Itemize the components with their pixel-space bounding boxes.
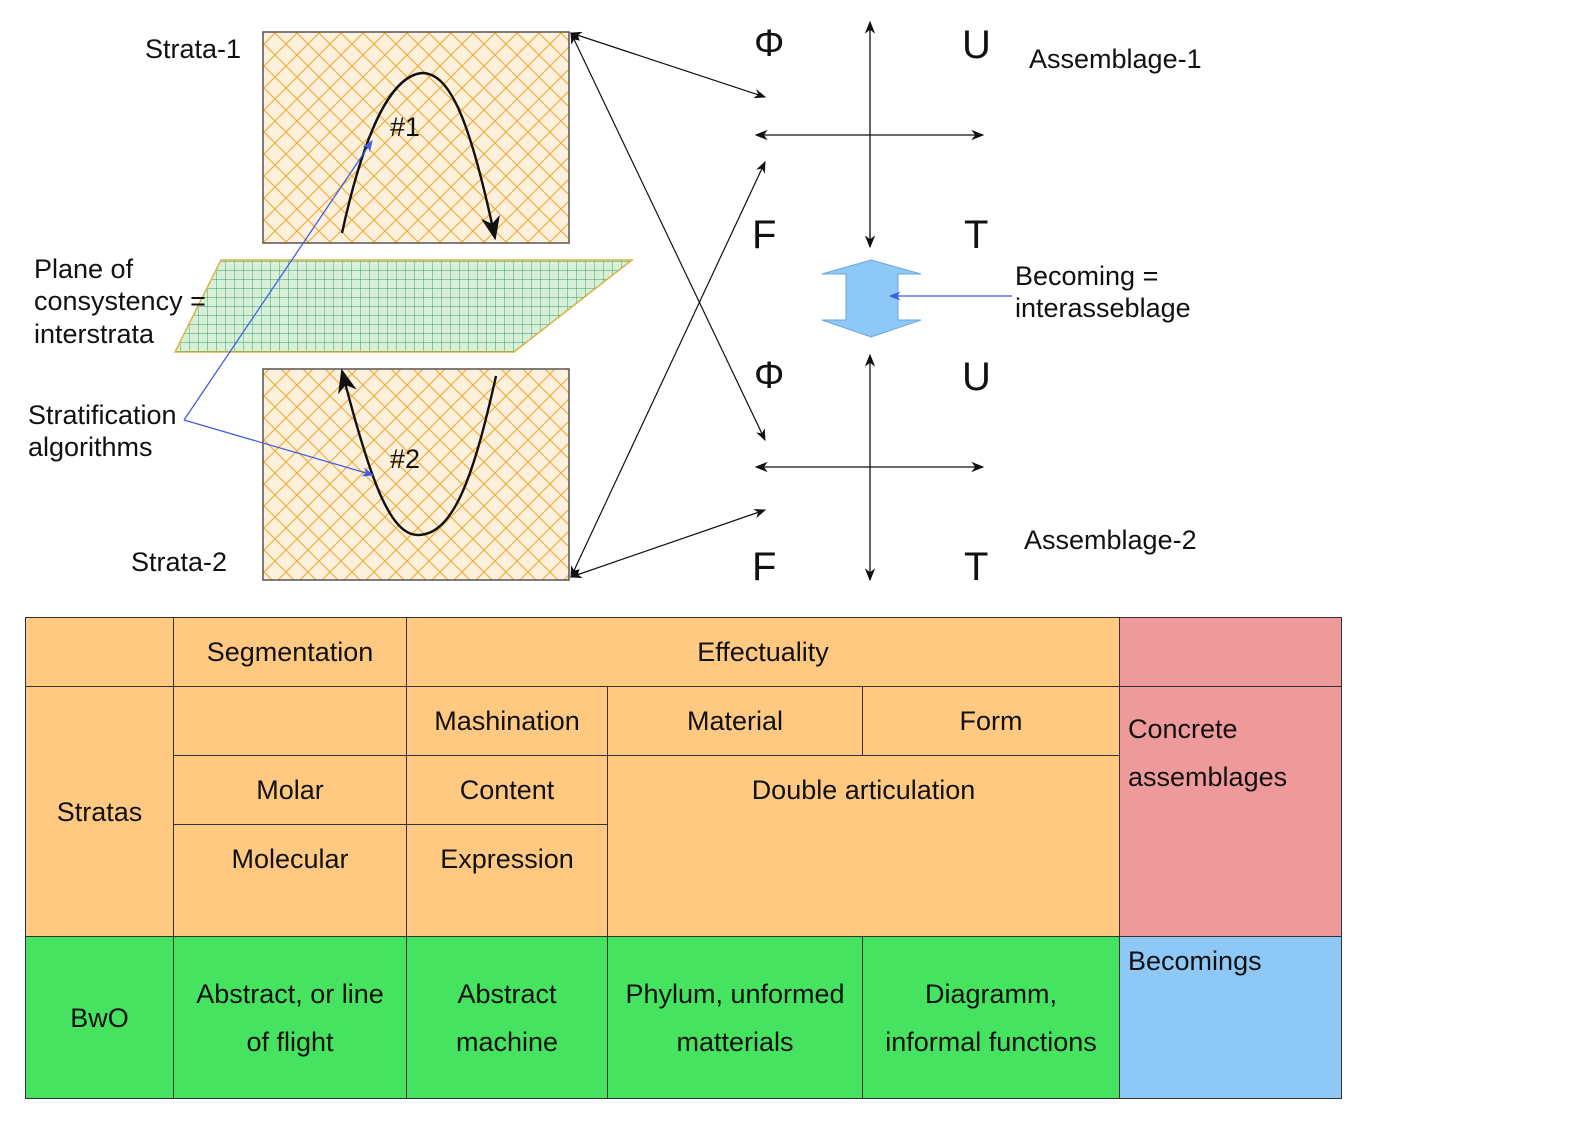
empty-cell (173, 686, 407, 756)
concrete-line-1: Concrete (1128, 714, 1238, 744)
phylum-line-1: Phylum, unformed (625, 978, 845, 1009)
assemblage-2-f: F (752, 545, 776, 589)
curve-2 (338, 368, 498, 537)
cell-expression: Expression (406, 824, 608, 937)
plane-label-line-1: Plane of (34, 254, 134, 284)
algorithms-label: Stratification algorithms (28, 400, 184, 462)
becoming-label-line-2: interasseblage (1015, 293, 1191, 323)
assemblage-1-label: Assemblage-1 (1029, 44, 1202, 74)
algorithm-pointer-2 (183, 419, 375, 477)
algorithms-label-line-1: Stratification (28, 400, 177, 430)
table-corner-cell (25, 617, 174, 687)
cell-abstract-machine: Abstract machine (406, 936, 608, 1099)
plane-label: Plane of consystency = interstrata (34, 254, 213, 349)
strata-1 (262, 31, 570, 244)
header-segmentation: Segmentation (173, 617, 407, 687)
cell-diagramm: Diagramm, informal functions (861, 936, 1121, 1099)
connector-strata1-assemblage1 (569, 31, 767, 99)
connector-strata1-assemblage2 (570, 31, 766, 442)
abstract-machine-line-2: machine (455, 1026, 559, 1057)
cell-molar: Molar (173, 755, 407, 825)
curve-1 (340, 71, 500, 241)
cell-material: Material (607, 686, 863, 756)
cell-phylum: Phylum, unformed matterials (607, 936, 863, 1099)
row-stratas: Stratas (25, 686, 174, 937)
cell-molecular: Molecular (173, 824, 407, 937)
curve-2-label: #2 (390, 444, 420, 474)
cell-form: Form (861, 686, 1121, 756)
assemblage-2-phi: Φ (754, 355, 784, 397)
strata-assemblage-diagram: Strata-1 #1 Plane of consystency = inter… (28, 20, 1202, 589)
connector-strata2-assemblage2 (569, 508, 767, 579)
cell-mashination: Mashination (406, 686, 608, 756)
phylum-line-2: matterials (676, 1026, 794, 1057)
row-bwo: BwO (25, 936, 174, 1099)
assemblage-2-label: Assemblage-2 (1024, 525, 1197, 555)
cell-abstract-line: Abstract, or line of flight (173, 936, 407, 1099)
assemblage-2-axes (754, 353, 985, 582)
plane-of-consistency (173, 259, 635, 353)
becoming-label-line-1: Becoming = (1015, 261, 1158, 291)
strata-2-label: Strata-2 (131, 547, 227, 577)
cell-double-articulation: Double articulation (606, 755, 1121, 937)
assemblage-1-axes (754, 20, 985, 249)
cell-content: Content (406, 755, 608, 825)
assemblage-1-u: U (962, 23, 991, 67)
strata-2 (262, 368, 570, 581)
concept-table: Segmentation Effectuality Stratas Mashin… (25, 617, 1343, 1099)
assemblage-1-phi: Φ (754, 23, 784, 65)
cell-becomings: Becomings (1119, 936, 1343, 1099)
abstract-line-2: of flight (246, 1026, 334, 1057)
abstract-machine-line-1: Abstract (457, 978, 557, 1009)
assemblage-2-u: U (962, 355, 991, 399)
connector-strata2-assemblage1 (570, 160, 766, 579)
algorithms-label-line-2: algorithms (28, 432, 153, 462)
becoming-arrow (821, 259, 922, 338)
header-effectuality: Effectuality (405, 617, 1121, 687)
assemblage-1-f: F (752, 213, 776, 257)
diagramm-line-2: informal functions (885, 1026, 1097, 1057)
curve-1-label: #1 (390, 112, 420, 142)
strata-1-label: Strata-1 (145, 34, 241, 64)
becoming-label: Becoming = interasseblage (1015, 261, 1191, 323)
assemblage-2-t: T (964, 545, 988, 589)
concrete-line-2: assemblages (1128, 762, 1288, 792)
plane-label-line-2: consystency = (34, 286, 206, 316)
header-red-cell (1119, 617, 1343, 687)
diagramm-line-1: Diagramm, (924, 978, 1058, 1009)
abstract-line-1: Abstract, or line (196, 978, 384, 1009)
assemblage-1-t: T (964, 213, 988, 257)
double-articulation-text: Double articulation (751, 775, 976, 805)
plane-label-line-3: interstrata (34, 319, 155, 349)
cell-concrete-assemblages: Concrete assemblages (1119, 686, 1343, 937)
algorithm-pointer-1 (183, 140, 373, 421)
